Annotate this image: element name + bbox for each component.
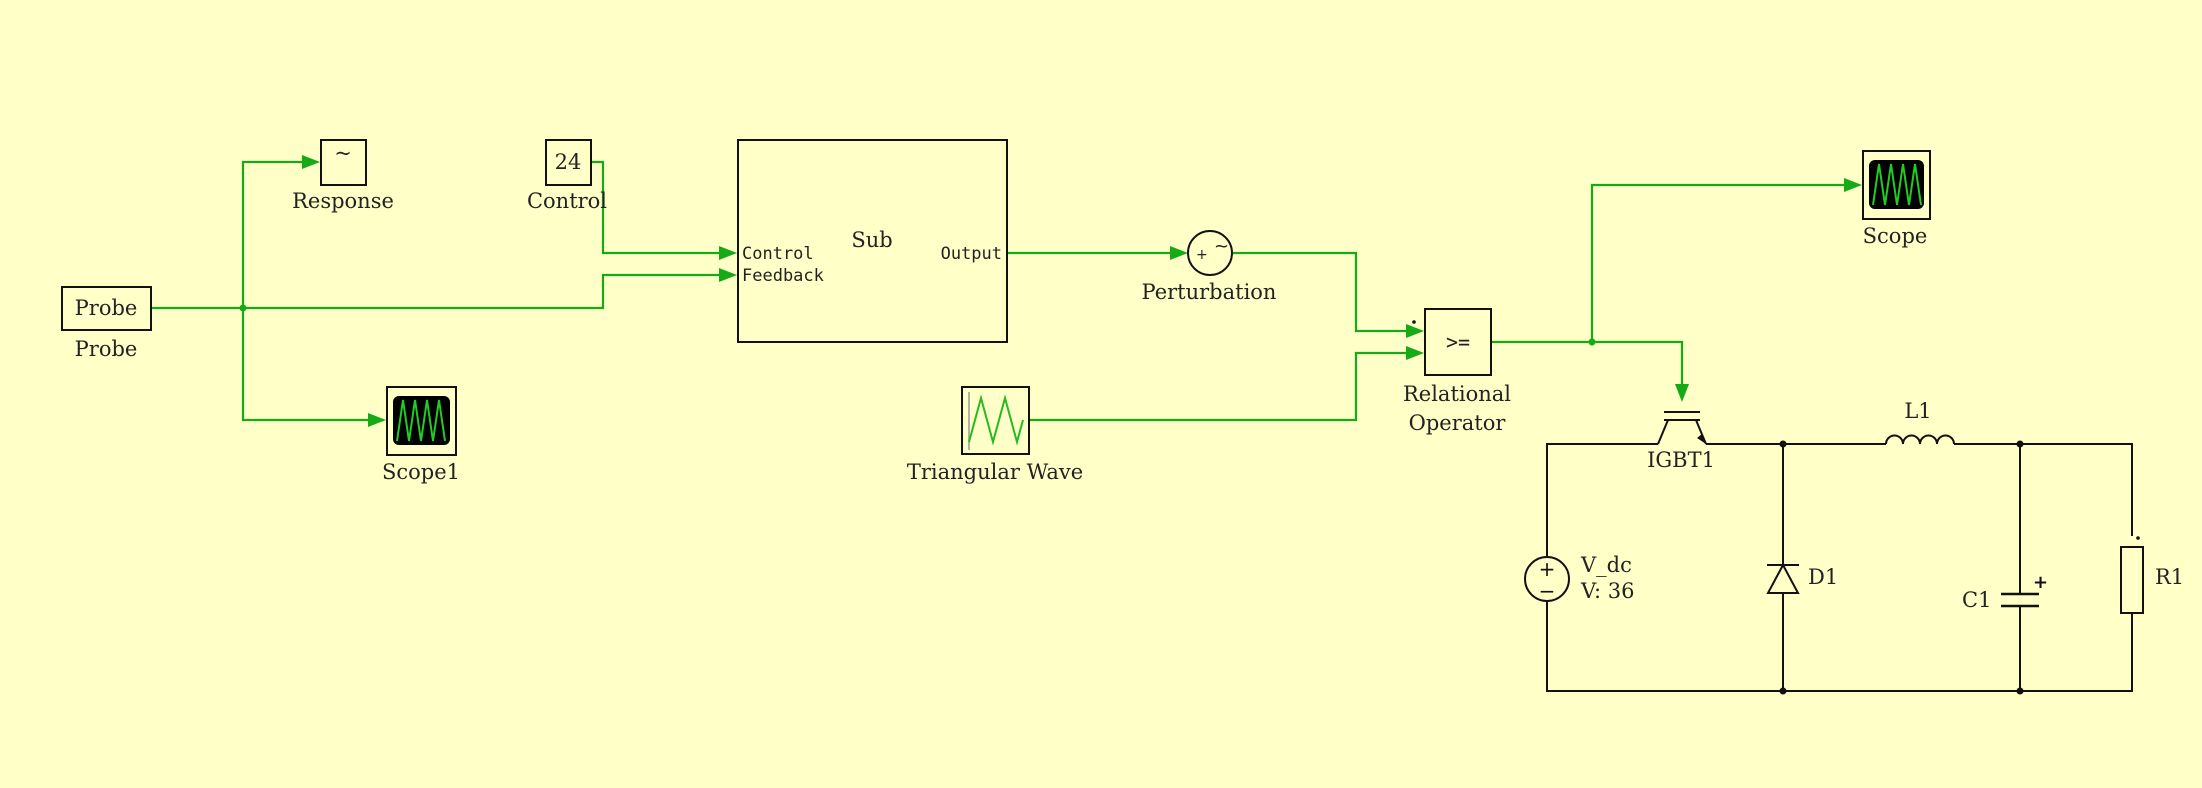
perturbation-glyph: ~ xyxy=(1214,236,1229,257)
inductor-coil-icon xyxy=(1885,434,1955,445)
junction-dot xyxy=(1588,338,1596,346)
node-dot xyxy=(2016,440,2024,448)
capacitor-component[interactable]: + C1 xyxy=(1962,572,2048,612)
arrow-to-scope1 xyxy=(368,413,386,427)
capacitor-polarity: + xyxy=(2033,572,2048,593)
subsystem-title: Sub xyxy=(851,228,892,252)
arrow-to-igbt-gate xyxy=(1675,384,1689,402)
igbt-component[interactable]: IGBT1 xyxy=(1647,411,1715,472)
perturbation-circle[interactable] xyxy=(1187,230,1233,276)
scope1-block[interactable]: Scope1 xyxy=(382,386,460,484)
arrow-to-sub-feedback xyxy=(719,268,737,282)
wire-top-left xyxy=(1546,443,1658,575)
igbt-emitter-arrow-icon xyxy=(1697,434,1706,444)
triangular-wave-label: Triangular Wave xyxy=(907,460,1083,484)
resistor-component[interactable]: R1 xyxy=(2120,536,2184,614)
junction-dot xyxy=(239,304,247,312)
wire-triangle-to-relop xyxy=(1030,351,1410,422)
probe-block[interactable]: Probe Probe xyxy=(61,286,152,361)
relational-operator-label-2: Operator xyxy=(1409,411,1507,435)
diode-label: D1 xyxy=(1808,565,1838,589)
perturbation-label: Perturbation xyxy=(1142,280,1277,304)
vdc-plus-sign: + xyxy=(1539,557,1556,581)
inductor-component[interactable]: L1 xyxy=(1885,399,1955,445)
probe-label: Probe xyxy=(75,337,138,361)
relational-operator-label-1: Relational xyxy=(1403,382,1511,406)
vdc-name: V_dc xyxy=(1580,553,1632,577)
perturbation-block[interactable]: + ~ Perturbation xyxy=(1142,230,1277,304)
subsystem-port-output: Output xyxy=(941,244,1002,264)
wire-top-right xyxy=(1954,443,2133,536)
wire-perturbation-to-relop xyxy=(1232,251,1410,333)
probe-box[interactable] xyxy=(61,286,152,331)
control-label: Control xyxy=(527,189,607,213)
igbt-label: IGBT1 xyxy=(1647,448,1715,472)
wire-junction-to-igbt-gate xyxy=(1592,340,1684,386)
response-box[interactable] xyxy=(320,139,367,186)
scope1-trace-icon xyxy=(396,399,446,442)
wire-junction-to-response xyxy=(241,160,306,308)
resistor-label: R1 xyxy=(2155,565,2184,589)
arrow-to-relop-in1 xyxy=(1406,324,1424,338)
wire-junction-to-feedback xyxy=(243,273,722,310)
node-dot xyxy=(2016,687,2024,695)
subsystem-block[interactable]: Sub Control Feedback Output xyxy=(737,139,1008,343)
arrow-to-sub-control xyxy=(719,246,737,260)
scope-trace-icon xyxy=(1872,163,1922,206)
control-value: 24 xyxy=(555,150,582,174)
diode-component[interactable]: D1 xyxy=(1766,562,1838,594)
node-dot xyxy=(1779,440,1787,448)
control-block[interactable]: 24 Control xyxy=(527,139,607,213)
response-label: Response xyxy=(292,189,394,213)
arrow-to-scope xyxy=(1844,178,1862,192)
arrow-to-response xyxy=(302,155,320,169)
triangle-wave-icon xyxy=(968,394,1024,446)
resistor-marker xyxy=(2136,536,2140,540)
perturbation-sign: + xyxy=(1196,247,1208,263)
relational-operator-box[interactable] xyxy=(1424,308,1492,376)
response-block[interactable]: ~ Response xyxy=(292,139,394,213)
wire-junction-to-scope xyxy=(1590,183,1846,342)
probe-text: Probe xyxy=(75,296,138,320)
signal-wires xyxy=(152,155,1862,427)
arrow-to-perturbation xyxy=(1170,246,1188,260)
vdc-source-circle[interactable] xyxy=(1524,556,1570,602)
resistor-body[interactable] xyxy=(2120,546,2144,614)
control-box[interactable] xyxy=(545,139,592,186)
triangular-wave-block[interactable]: Triangular Wave xyxy=(907,386,1083,484)
vdc-value: V: 36 xyxy=(1580,579,1635,603)
response-glyph: ~ xyxy=(334,141,352,165)
scope1-label: Scope1 xyxy=(382,460,460,484)
relational-operator-marker xyxy=(1412,320,1416,324)
wire-bottom xyxy=(1546,583,2133,692)
inductor-label: L1 xyxy=(1904,399,1931,423)
triangular-wave-box[interactable] xyxy=(961,386,1030,455)
igbt-collector-leg xyxy=(1657,419,1669,445)
diode-triangle-icon xyxy=(1766,562,1800,594)
wire-control-to-sub xyxy=(592,160,722,255)
node-dot xyxy=(1779,687,1787,695)
capacitor-label: C1 xyxy=(1962,588,1991,612)
scope-label: Scope xyxy=(1863,224,1928,248)
subsystem-port-feedback: Feedback xyxy=(742,266,824,286)
relational-operator-block[interactable]: >= Relational Operator xyxy=(1403,308,1511,435)
scope-block[interactable]: Scope xyxy=(1862,150,1931,248)
wire-junction-to-scope1 xyxy=(241,308,370,422)
vdc-source-component[interactable]: + − V_dc V: 36 xyxy=(1524,553,1635,603)
relational-operator-symbol: >= xyxy=(1446,330,1470,354)
subsystem-box[interactable] xyxy=(737,139,1008,343)
subsystem-port-control: Control xyxy=(742,244,814,264)
power-circuit xyxy=(1546,440,2133,695)
arrow-to-relop-in2 xyxy=(1406,346,1424,360)
vdc-minus-sign: − xyxy=(1539,579,1556,603)
